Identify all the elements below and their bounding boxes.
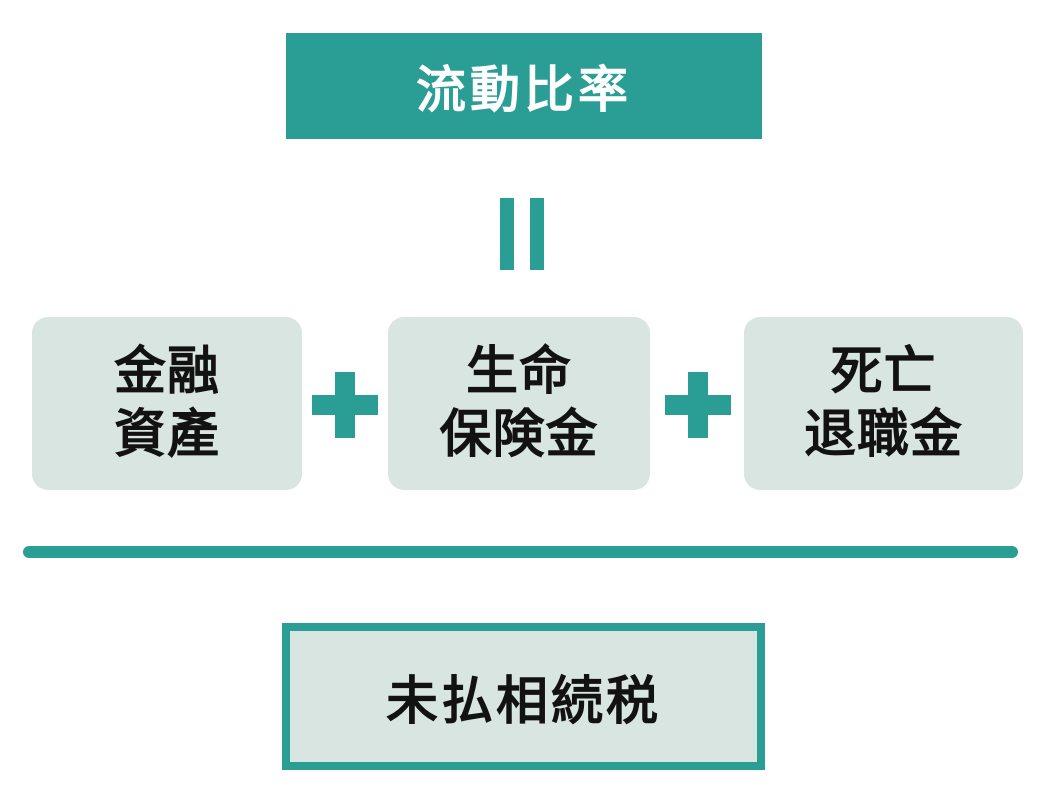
fraction-bar [23, 546, 1018, 558]
term-label-line: 退職金 [803, 405, 963, 464]
term-label-line: 保険金 [439, 405, 599, 464]
denominator-label: 未払相続税 [385, 673, 661, 731]
plus-icon [312, 372, 378, 438]
denominator-box-unpaid-inheritance-tax: 未払相続税 [282, 623, 765, 770]
result-label: 流動比率 [416, 62, 632, 118]
result-box: 流動比率 [286, 33, 762, 139]
equals-bar-left [500, 198, 514, 270]
term-box-life-insurance: 生命 保険金 [388, 317, 650, 490]
equals-icon [500, 198, 544, 270]
term-label-line: 死亡 [830, 343, 937, 402]
plus-icon [665, 372, 731, 438]
term-label-line: 資產 [113, 405, 220, 464]
term-box-death-retirement-benefit: 死亡 退職金 [744, 317, 1023, 490]
term-label-line: 金融 [113, 343, 220, 402]
equals-bar-right [530, 198, 544, 270]
term-label-line: 生命 [465, 343, 572, 402]
term-box-financial-assets: 金融 資產 [32, 317, 302, 490]
